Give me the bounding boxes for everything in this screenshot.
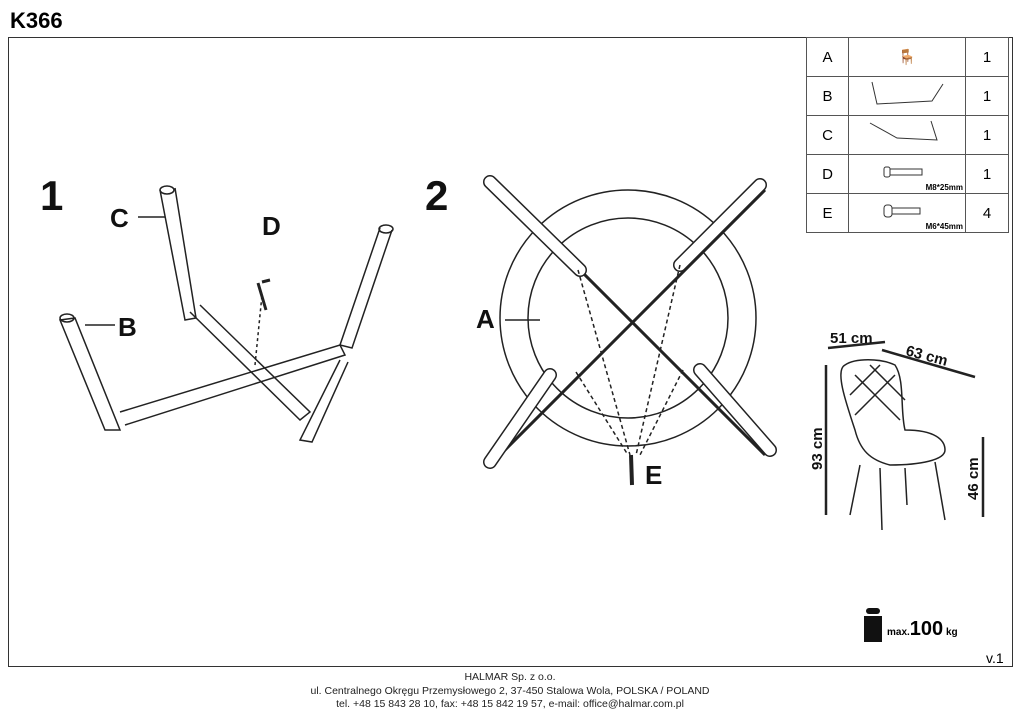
part-letter: C bbox=[806, 115, 849, 155]
chair-dimension-drawing bbox=[824, 340, 985, 531]
step-2-number: 2 bbox=[425, 172, 448, 219]
frame-b-part-icon bbox=[848, 76, 966, 116]
label-b-step1: B bbox=[118, 312, 137, 342]
bolt-e-part-icon: M6*45mm bbox=[848, 193, 966, 233]
max-load: max.100 kg bbox=[887, 618, 958, 641]
product-code: K366 bbox=[10, 8, 63, 33]
bolt-d-part-icon: M8*25mm bbox=[848, 154, 966, 194]
dim-depth: 63 cm bbox=[904, 342, 949, 369]
step-2-seat-drawing bbox=[483, 175, 777, 486]
frame-c-part-icon bbox=[848, 115, 966, 155]
label-d-step1: D bbox=[262, 211, 281, 241]
part-qty: 1 bbox=[965, 115, 1009, 155]
table-row: A🪑1 bbox=[806, 37, 1009, 77]
part-letter: E bbox=[806, 193, 849, 233]
part-spec: M6*45mm bbox=[925, 222, 963, 231]
label-a-step2: A bbox=[476, 304, 495, 334]
step-1-frame-drawing bbox=[58, 185, 394, 443]
part-letter: D bbox=[806, 154, 849, 194]
footer-address: ul. Centralnego Okręgu Przemysłowego 2, … bbox=[310, 684, 710, 697]
label-e-step2: E bbox=[645, 460, 662, 490]
max-load-value: 100 bbox=[909, 618, 944, 640]
label-c-step1: C bbox=[110, 203, 129, 233]
part-spec: M8*25mm bbox=[925, 183, 963, 192]
max-load-prefix: max. bbox=[887, 627, 910, 638]
max-load-unit: kg bbox=[945, 627, 958, 638]
dim-seat-height: 46 cm bbox=[965, 457, 982, 500]
instruction-frame bbox=[8, 37, 1013, 667]
dim-width: 51 cm bbox=[830, 330, 873, 347]
part-qty: 4 bbox=[965, 193, 1009, 233]
footer-company: HALMAR Sp. z o.o. bbox=[464, 671, 556, 683]
dim-height: 93 cm bbox=[809, 427, 826, 470]
step-1-number: 1 bbox=[40, 172, 63, 219]
version-label: v.1 bbox=[986, 650, 1004, 666]
part-qty: 1 bbox=[965, 37, 1009, 77]
seat-part-icon: 🪑 bbox=[848, 37, 966, 77]
weight-icon bbox=[864, 608, 882, 642]
footer-contact: tel. +48 15 843 28 10, fax: +48 15 842 1… bbox=[336, 698, 684, 710]
part-qty: 1 bbox=[965, 76, 1009, 116]
footer: HALMAR Sp. z o.o. ul. Centralnego Okręgu… bbox=[0, 671, 1020, 712]
part-letter: B bbox=[806, 76, 849, 116]
part-letter: A bbox=[806, 37, 849, 77]
part-qty: 1 bbox=[965, 154, 1009, 194]
